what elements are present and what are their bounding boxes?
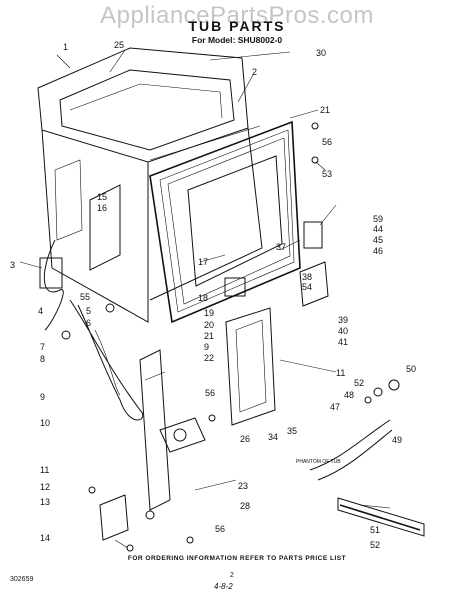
callout-49: 49	[392, 435, 402, 445]
callout-16: 16	[97, 203, 107, 213]
right-bracket	[225, 307, 276, 426]
callout-14: 14	[40, 533, 50, 543]
callout-59: 59	[373, 214, 383, 224]
callout-50: 50	[406, 364, 416, 374]
valve-assembly	[159, 221, 329, 453]
tub-note: PHANTOM OF TUB	[296, 459, 341, 465]
callout-52a: 52	[354, 378, 364, 388]
callout-35: 35	[287, 426, 297, 436]
model-label: For Model: SHU8002-0	[191, 35, 283, 45]
callout-10: 10	[40, 418, 50, 428]
callout-12: 12	[40, 482, 50, 492]
callout-48: 48	[344, 390, 354, 400]
callout-6: 6	[86, 318, 91, 328]
callout-2: 2	[252, 67, 257, 77]
callout-46: 46	[373, 246, 383, 256]
callout-53: 53	[322, 169, 332, 179]
callout-37: 37	[276, 242, 286, 252]
screws	[61, 122, 319, 552]
fill-hose	[69, 299, 144, 421]
page-number: 2	[230, 572, 234, 579]
callout-45: 45	[373, 235, 383, 245]
callout-9b: 9	[204, 342, 209, 352]
callout-18: 18	[198, 293, 208, 303]
callout-39: 39	[338, 315, 348, 325]
diagram-title: TUB PARTS	[188, 18, 286, 34]
callout-8: 8	[40, 354, 45, 364]
callout-15: 15	[97, 192, 107, 202]
tub-body	[37, 47, 263, 323]
callout-30: 30	[316, 48, 326, 58]
left-bracket	[99, 349, 171, 541]
callout-41: 41	[338, 337, 348, 347]
watermark: AppliancePartsPros.com	[100, 2, 374, 29]
leader-lines	[19, 49, 391, 549]
door-gasket	[149, 120, 301, 324]
callout-13: 13	[40, 497, 50, 507]
callout-20: 20	[204, 320, 214, 330]
callout-17: 17	[198, 257, 208, 267]
callout-47: 47	[330, 402, 340, 412]
callout-34: 34	[268, 432, 278, 442]
callout-55: 55	[80, 292, 90, 302]
callout-22: 22	[204, 353, 214, 363]
power-cord	[39, 239, 64, 331]
handwritten-note: 4-8-2	[214, 582, 233, 591]
callout-1: 1	[63, 42, 68, 52]
callout-56c: 56	[215, 524, 225, 534]
callout-5: 5	[86, 306, 91, 316]
callout-labels: 1 25 30 2 21 56 53 59 44 45 46 15 16 3 1…	[10, 40, 416, 550]
callout-51: 51	[370, 525, 380, 535]
document-number: 302659	[10, 576, 34, 583]
callout-11a: 11	[40, 465, 49, 475]
callout-26: 26	[240, 434, 250, 444]
callout-25: 25	[114, 40, 124, 50]
callout-56a: 56	[322, 137, 332, 147]
callout-21b: 21	[204, 331, 214, 341]
callout-3: 3	[10, 260, 15, 270]
callout-38: 38	[302, 272, 312, 282]
callout-4: 4	[38, 306, 43, 316]
callout-7: 7	[40, 342, 45, 352]
callout-21a: 21	[320, 105, 330, 115]
callout-11b: 11	[336, 368, 345, 378]
callout-44: 44	[373, 224, 383, 234]
callout-9: 9	[40, 392, 45, 402]
callout-40: 40	[338, 326, 348, 336]
callout-56b: 56	[205, 388, 215, 398]
callout-54: 54	[302, 282, 312, 292]
ordering-footer: FOR ORDERING INFORMATION REFER TO PARTS …	[127, 555, 347, 562]
drain-tubes	[309, 379, 425, 537]
callout-19: 19	[204, 308, 214, 318]
callout-52b: 52	[370, 540, 380, 550]
callout-28: 28	[240, 501, 250, 511]
callout-23: 23	[238, 481, 248, 491]
